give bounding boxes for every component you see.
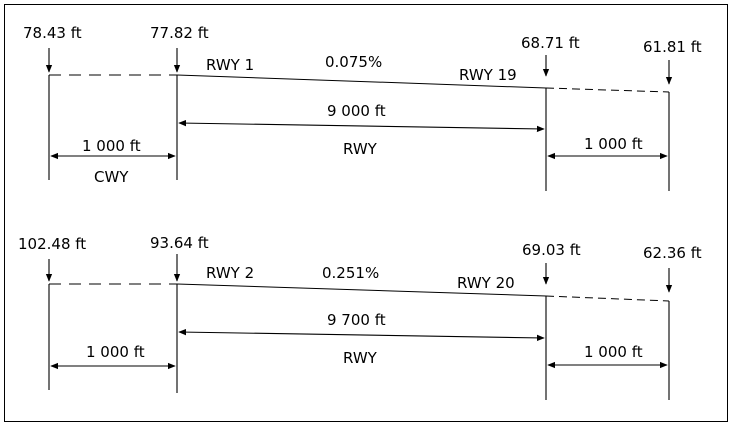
runway-profile-line bbox=[176, 283, 547, 297]
elevation-right-end: 62.36 ft bbox=[643, 244, 702, 262]
runway-length-label: 9 700 ft bbox=[327, 311, 386, 329]
elevation-left-end: 78.43 ft bbox=[23, 24, 82, 42]
elevation-right-end: 61.81 ft bbox=[643, 38, 702, 56]
right-extension-length: 1 000 ft bbox=[584, 343, 643, 361]
runway-label: RWY bbox=[343, 140, 378, 158]
runway-left-designator: RWY 1 bbox=[206, 56, 254, 74]
elevation-threshold-right: 69.03 ft bbox=[522, 241, 581, 259]
elevation-threshold-left: 77.82 ft bbox=[150, 24, 209, 42]
elevation-threshold-left: 93.64 ft bbox=[150, 234, 209, 252]
runway-slope: 0.251% bbox=[322, 264, 379, 282]
right-extension-profile bbox=[545, 87, 670, 93]
runway-profile-line bbox=[176, 74, 547, 89]
runway-right-designator: RWY 19 bbox=[459, 66, 517, 84]
elevation-left-end: 102.48 ft bbox=[18, 235, 86, 253]
runway-length-label: 9 000 ft bbox=[327, 102, 386, 120]
diagram-frame bbox=[4, 4, 728, 422]
left-extension-length: 1 000 ft bbox=[82, 137, 141, 155]
runway-length-dimension bbox=[178, 328, 545, 342]
runway-profile-1: 78.43 ft 77.82 ft 68.71 ft 61.81 ft RWY … bbox=[23, 24, 702, 191]
right-extension-length: 1 000 ft bbox=[584, 135, 643, 153]
elevation-threshold-right: 68.71 ft bbox=[521, 34, 580, 52]
runway-label: RWY bbox=[343, 349, 378, 367]
runway-right-designator: RWY 20 bbox=[457, 274, 515, 292]
runway-length-dimension bbox=[178, 119, 545, 133]
clearway-label: CWY bbox=[94, 168, 129, 186]
runway-profile-2: 102.48 ft 93.64 ft 69.03 ft 62.36 ft RWY… bbox=[18, 234, 702, 400]
left-extension-length: 1 000 ft bbox=[86, 343, 145, 361]
runway-slope: 0.075% bbox=[325, 53, 382, 71]
right-extension-profile bbox=[545, 295, 670, 302]
runway-left-designator: RWY 2 bbox=[206, 264, 254, 282]
